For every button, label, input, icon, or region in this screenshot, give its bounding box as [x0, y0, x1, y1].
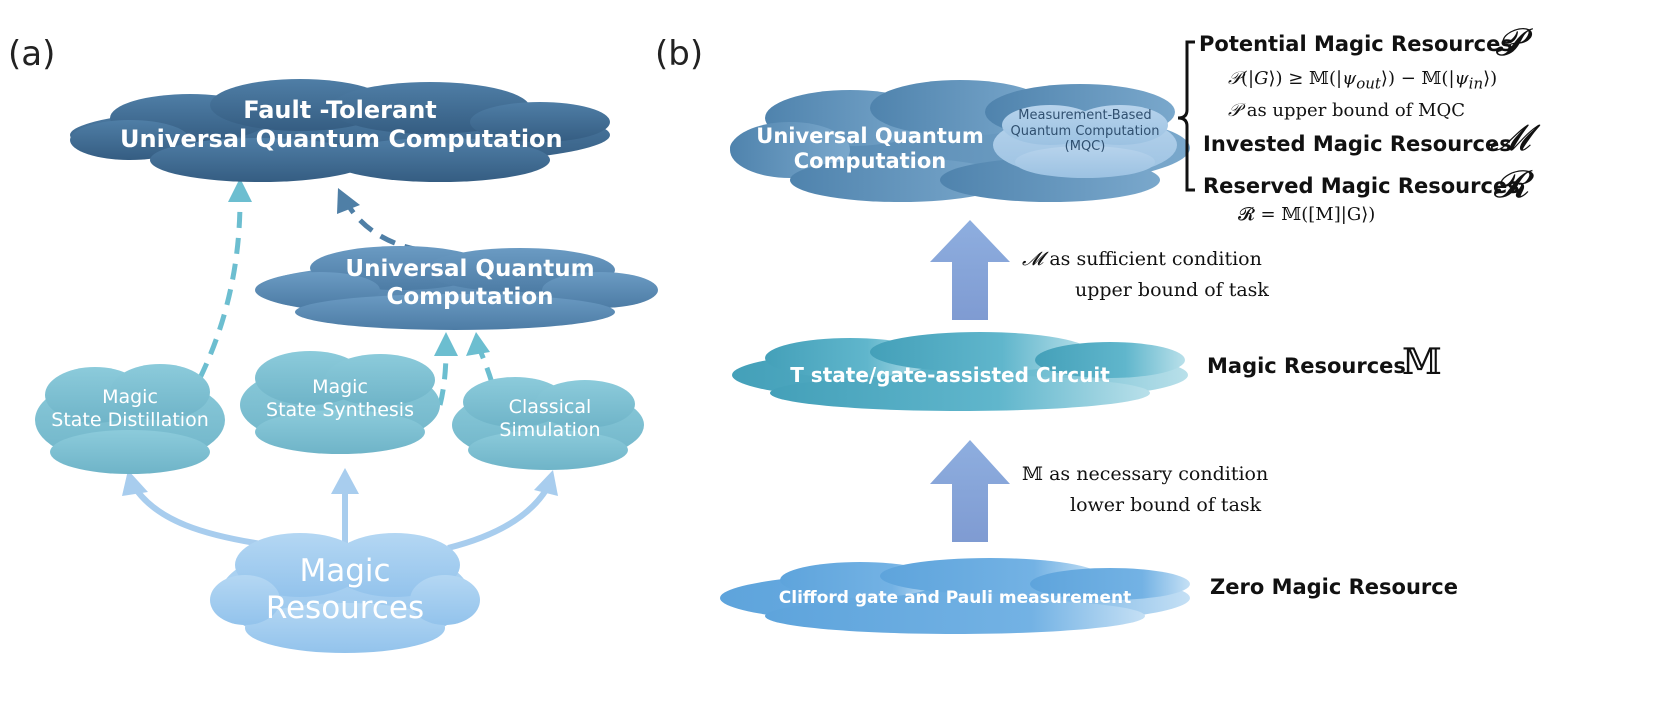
panel-b-label: (b)	[655, 34, 704, 74]
simulation-text: Classical Simulation	[455, 396, 645, 442]
panel-b	[720, 40, 1195, 634]
cloud-universal-qc-a	[255, 246, 658, 330]
panel-a	[35, 79, 658, 653]
synthesis-line1: Magic	[312, 376, 368, 398]
dashed-arrowheads	[228, 178, 490, 356]
mqc-text: Measurement-Based Quantum Computation (M…	[995, 108, 1175, 155]
lower-arrow-line2: lower bound of task	[1070, 494, 1262, 516]
arrow-to-simulation	[447, 488, 549, 551]
cloud-magic-resources	[210, 533, 480, 653]
reserved-formula: 𝓡 = 𝕄([M]|G⟩)	[1238, 204, 1376, 225]
magic-resources-line2: Resources	[265, 590, 425, 627]
reserved-label: Reserved Magic Resources	[1203, 174, 1520, 198]
potential-note: 𝒫 as upper bound of MQC	[1228, 100, 1465, 121]
arrowhead-synthesis	[331, 468, 359, 494]
distillation-line1: Magic	[102, 386, 158, 408]
arrowhead-synth-mid	[434, 332, 458, 356]
invested-symbol: 𝓜	[1490, 118, 1531, 159]
invested-label: Invested Magic Resources	[1203, 132, 1512, 156]
fault-tolerant-line1: Fault -Tolerant	[243, 96, 437, 124]
magic-label: Magic Resources	[1207, 354, 1406, 378]
zero-label: Zero Magic Resource	[1210, 575, 1458, 599]
cloud-fault-tolerant	[70, 79, 610, 182]
magic-resources-text: Magic Resources	[225, 553, 465, 627]
solid-arrows	[135, 488, 549, 551]
magic-symbol: 𝕄	[1402, 342, 1442, 383]
cloud-t-state	[732, 332, 1188, 411]
cloud-mqc	[993, 105, 1177, 178]
universal-qc-b-line2: Computation	[793, 149, 947, 174]
panel-a-label: (a)	[8, 34, 56, 74]
upper-arrow-text1: as sufficient condition	[1049, 248, 1262, 270]
potential-formula: 𝒫(|G⟩) ≥ 𝕄(|ψout⟩) − 𝕄(|ψin⟩)	[1228, 68, 1498, 93]
universal-qc-b-line1: Universal Quantum	[756, 124, 984, 148]
cloud-distillation	[35, 364, 225, 474]
cloud-clifford	[720, 558, 1190, 634]
potential-label: Potential Magic Resources	[1199, 32, 1513, 56]
t-state-text: T state/gate-assisted Circuit	[790, 363, 1110, 387]
fault-tolerant-text: Fault -Tolerant Universal Quantum Comput…	[120, 96, 563, 154]
mqc-line1: Measurement-Based	[1018, 108, 1152, 123]
dashed-synthesis-to-mid	[437, 349, 449, 406]
cloud-simulation	[452, 377, 644, 470]
arrowhead-simulation	[534, 470, 558, 496]
universal-qc-a-text: Universal Quantum Computation	[320, 256, 620, 311]
arrow-to-distillation	[135, 490, 269, 548]
upper-arrow-symbol: 𝓜	[1022, 248, 1044, 270]
reserved-symbol: 𝓡	[1493, 162, 1529, 206]
magic-resources-line1: Magic	[299, 553, 391, 589]
arrowhead-sim-mid	[466, 332, 490, 356]
synthesis-line2: State Synthesis	[266, 398, 414, 421]
mqc-line3: (MQC)	[1064, 139, 1106, 155]
upper-arrow-line2: upper bound of task	[1075, 279, 1269, 301]
bracket-brace	[1177, 40, 1195, 192]
block-arrow-lower	[930, 440, 1010, 542]
arrowhead-mid-top	[337, 188, 360, 214]
block-arrow-upper	[930, 220, 1010, 320]
distillation-text: Magic State Distillation	[35, 386, 225, 432]
dashed-simulation-to-mid	[477, 349, 495, 384]
arrowhead-distillation	[122, 470, 148, 496]
upper-arrow-line1: 𝓜 as sufficient condition	[1022, 248, 1262, 270]
clifford-text: Clifford gate and Pauli measurement	[778, 588, 1132, 608]
arrowhead-dist-top	[228, 178, 252, 202]
potential-symbol: 𝓟	[1495, 20, 1523, 64]
universal-qc-a-line1: Universal Quantum	[345, 256, 595, 282]
cloud-synthesis	[240, 351, 440, 454]
dashed-mid-to-top	[347, 206, 421, 253]
mqc-line2: Quantum Computation	[1010, 123, 1160, 139]
potential-note-text: as upper bound of MQC	[1246, 100, 1465, 121]
solid-arrowheads	[122, 468, 558, 496]
simulation-line2: Simulation	[499, 418, 601, 441]
fault-tolerant-line2: Universal Quantum Computation	[120, 124, 563, 153]
distillation-line2: State Distillation	[51, 408, 209, 431]
lower-arrow-line1: 𝕄 as necessary condition	[1022, 463, 1268, 485]
universal-qc-a-line2: Computation	[386, 283, 554, 310]
potential-note-symbol: 𝒫	[1228, 100, 1241, 121]
lower-arrow-symbol: 𝕄	[1022, 463, 1044, 485]
dashed-distillation-to-top	[197, 199, 243, 380]
universal-qc-b-text: Universal Quantum Computation	[755, 124, 985, 174]
synthesis-text: Magic State Synthesis	[240, 376, 440, 422]
lower-arrow-text1: as necessary condition	[1049, 463, 1269, 485]
simulation-line1: Classical	[508, 396, 592, 418]
